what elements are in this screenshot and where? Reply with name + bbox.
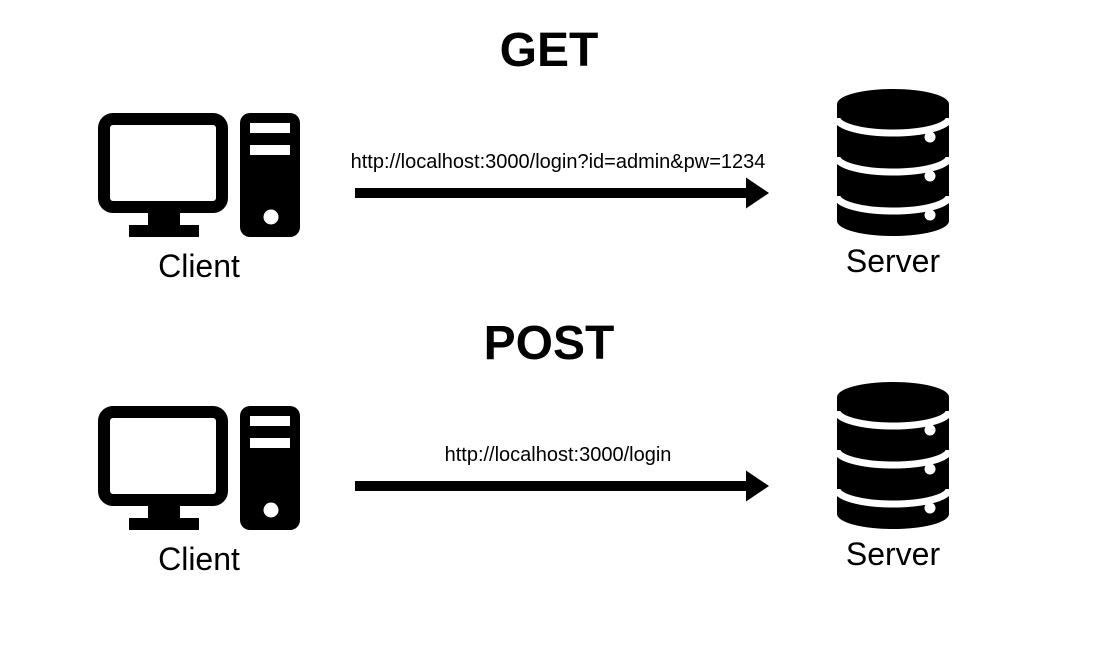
post-request-arrow — [355, 469, 769, 503]
database-icon — [835, 89, 951, 236]
get-server-group: Server — [835, 88, 951, 277]
post-request-url: http://localhost:3000/login — [444, 444, 672, 466]
post-section: POST Client http://localhost:3000/login — [0, 293, 1098, 586]
desktop-computer-icon — [98, 113, 300, 237]
database-icon — [835, 382, 951, 529]
get-section: GET Client http://localhost:3000/login?i… — [0, 0, 1098, 293]
desktop-computer-icon — [98, 406, 300, 530]
get-section-title: GET — [499, 24, 599, 77]
right-arrow-icon — [355, 470, 769, 502]
get-server-label: Server — [845, 243, 941, 279]
get-request-url: http://localhost:3000/login?id=admin&pw=… — [350, 151, 766, 173]
post-server-group: Server — [835, 381, 951, 570]
right-arrow-icon — [355, 177, 769, 209]
post-client-group: Client — [98, 406, 300, 575]
post-section-title: POST — [483, 317, 615, 370]
get-request-arrow — [355, 176, 769, 210]
get-client-group: Client — [98, 113, 300, 282]
get-client-label: Client — [158, 248, 240, 284]
post-server-label: Server — [845, 536, 941, 572]
post-client-label: Client — [158, 541, 240, 577]
